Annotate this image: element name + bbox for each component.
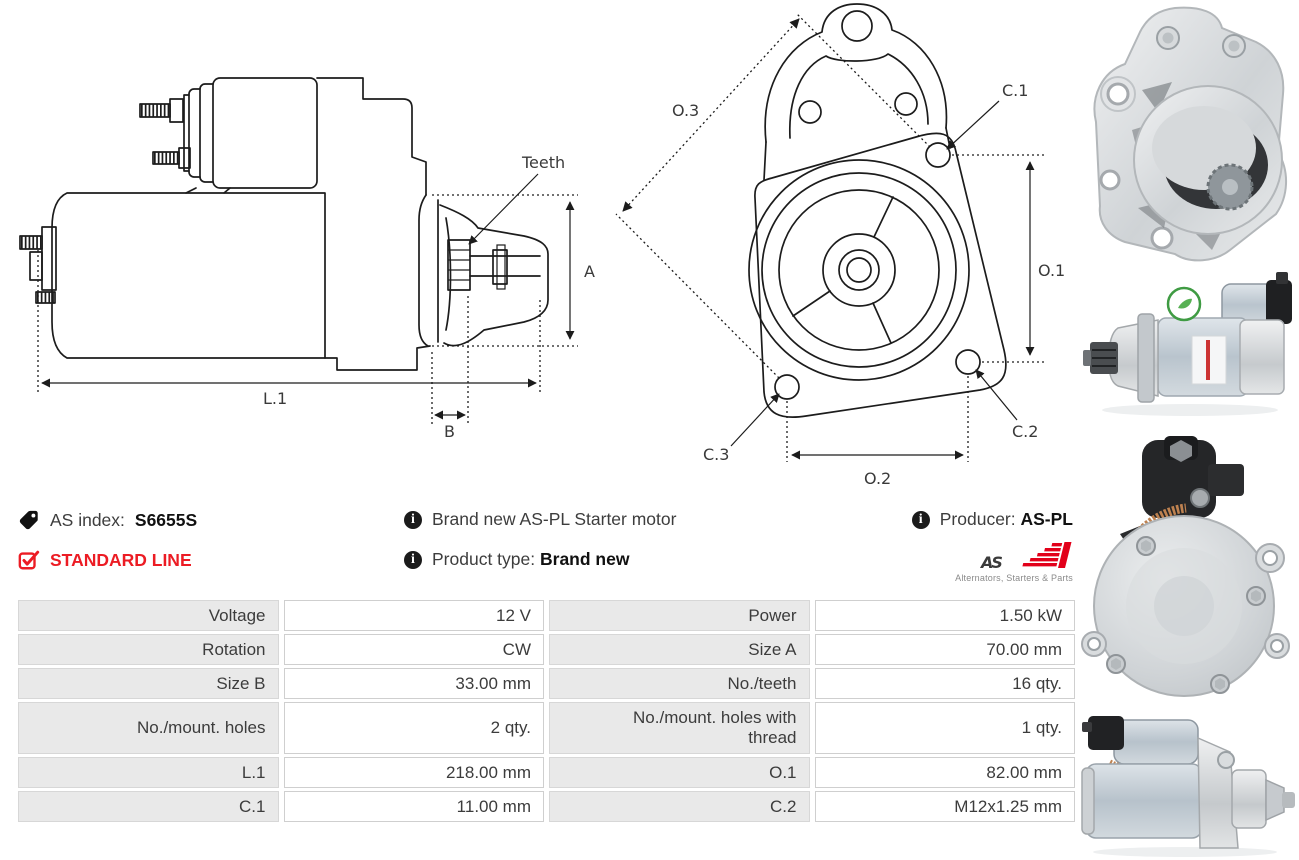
bell-housing-outline — [764, 3, 948, 143]
spec-label: Power — [549, 600, 810, 631]
dim-o3-label: O.3 — [672, 101, 699, 120]
product-type-label: Product type: — [432, 549, 536, 569]
spec-label: Rotation — [18, 634, 279, 665]
spec-table: Voltage 12 V Power 1.50 kW Rotation CW S… — [18, 600, 1075, 822]
as-pl-logo-icon: AS — [979, 542, 1072, 572]
as-index-row: AS index: S6655S — [18, 509, 197, 531]
hole-c3 — [774, 374, 800, 400]
spec-value: 70.00 mm — [814, 634, 1075, 665]
drive-end-flange — [418, 194, 429, 347]
dim-b-label: B — [444, 422, 455, 441]
spec-label: No./mount. holes with thread — [549, 702, 810, 754]
dim-o1-label: O.1 — [1038, 261, 1065, 280]
starter-side-photo[interactable] — [1080, 270, 1299, 433]
spec-value: 16 qty. — [814, 668, 1075, 699]
spec-label: O.1 — [549, 757, 810, 788]
dim-o2-label: O.2 — [864, 469, 891, 488]
info-icon: i — [911, 510, 930, 529]
spec-value: 1 qty. — [814, 702, 1075, 754]
starter-front-flange-photo[interactable] — [1080, 2, 1299, 268]
dim-c1-label: C.1 — [1002, 81, 1028, 100]
standard-line-row: STANDARD LINE — [18, 549, 192, 571]
hole-c1 — [925, 142, 951, 168]
spec-label: Voltage — [18, 600, 279, 631]
dim-c2-label: C.2 — [1012, 422, 1038, 441]
spec-label: Size A — [549, 634, 810, 665]
dim-c3-label: C.3 — [703, 445, 729, 464]
product-type-row: i Product type: Brand new — [404, 549, 629, 570]
producer-row: i Producer: AS-PL — [911, 509, 1074, 530]
spec-value: 11.00 mm — [283, 791, 544, 822]
as-pl-logo: AS Alternators, Starters & Parts — [955, 540, 1073, 583]
spec-label: L.1 — [18, 757, 279, 788]
logo-tagline: Alternators, Starters & Parts — [955, 573, 1073, 583]
dim-l1-label: L.1 — [263, 389, 287, 408]
standard-line-label: STANDARD LINE — [50, 549, 192, 570]
spec-value: 218.00 mm — [283, 757, 544, 788]
producer-label: Producer: — [939, 509, 1016, 529]
spec-label: No./mount. holes — [18, 702, 279, 754]
front-view-technical-drawing: O.1 O.2 O.3 C.1 C.2 C.3 — [615, 3, 1065, 488]
side-view-technical-drawing: Teeth A L.1 B — [19, 77, 595, 441]
producer-value: AS-PL — [1020, 509, 1074, 529]
info-icon: i — [404, 510, 422, 529]
as-index-label: AS index: — [50, 509, 125, 530]
spec-value: 1.50 kW — [814, 600, 1075, 631]
spec-value: 2 qty. — [283, 702, 544, 754]
starter-angled-photo[interactable] — [1080, 708, 1299, 858]
motor-body — [51, 192, 326, 359]
dim-a-label: A — [584, 262, 595, 281]
tag-icon — [19, 510, 38, 530]
spec-label: Size B — [18, 668, 279, 699]
spec-value: 82.00 mm — [814, 757, 1075, 788]
spec-label: C.1 — [18, 791, 279, 822]
brand-new-row: i Brand new AS-PL Starter motor — [404, 509, 676, 530]
info-icon: i — [404, 550, 422, 569]
top-mount-hole — [841, 10, 873, 42]
pinion-gear — [447, 239, 471, 291]
hole-c2 — [955, 349, 981, 375]
spec-value: 33.00 mm — [283, 668, 544, 699]
checkbox-checked-icon — [18, 550, 40, 570]
product-type-value: Brand new — [540, 549, 630, 569]
solenoid-body — [212, 77, 318, 189]
starter-rear-photo[interactable] — [1080, 436, 1299, 704]
spec-value: CW — [283, 634, 544, 665]
spec-label: No./teeth — [549, 668, 810, 699]
spec-value: M12x1.25 mm — [814, 791, 1075, 822]
teeth-label: Teeth — [521, 153, 565, 172]
spec-label: C.2 — [549, 791, 810, 822]
brand-new-text: Brand new AS-PL Starter motor — [432, 509, 677, 529]
svg-text:AS: AS — [979, 553, 1002, 572]
spec-value: 12 V — [283, 600, 544, 631]
as-index-value: S6655S — [134, 509, 198, 530]
